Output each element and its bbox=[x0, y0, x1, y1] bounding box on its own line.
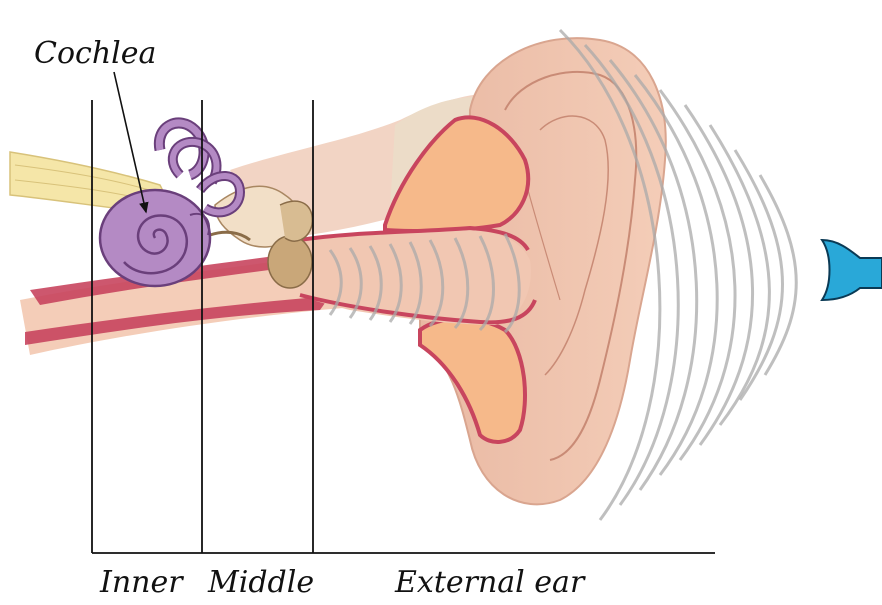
speaker-icon bbox=[822, 240, 882, 300]
middle-ear-label: Middle bbox=[207, 565, 314, 600]
cochlea-label: Cochlea bbox=[34, 36, 156, 71]
cochlea bbox=[100, 190, 210, 286]
external-ear-label: External ear bbox=[394, 565, 586, 600]
inner-ear-label: Inner bbox=[99, 565, 184, 600]
